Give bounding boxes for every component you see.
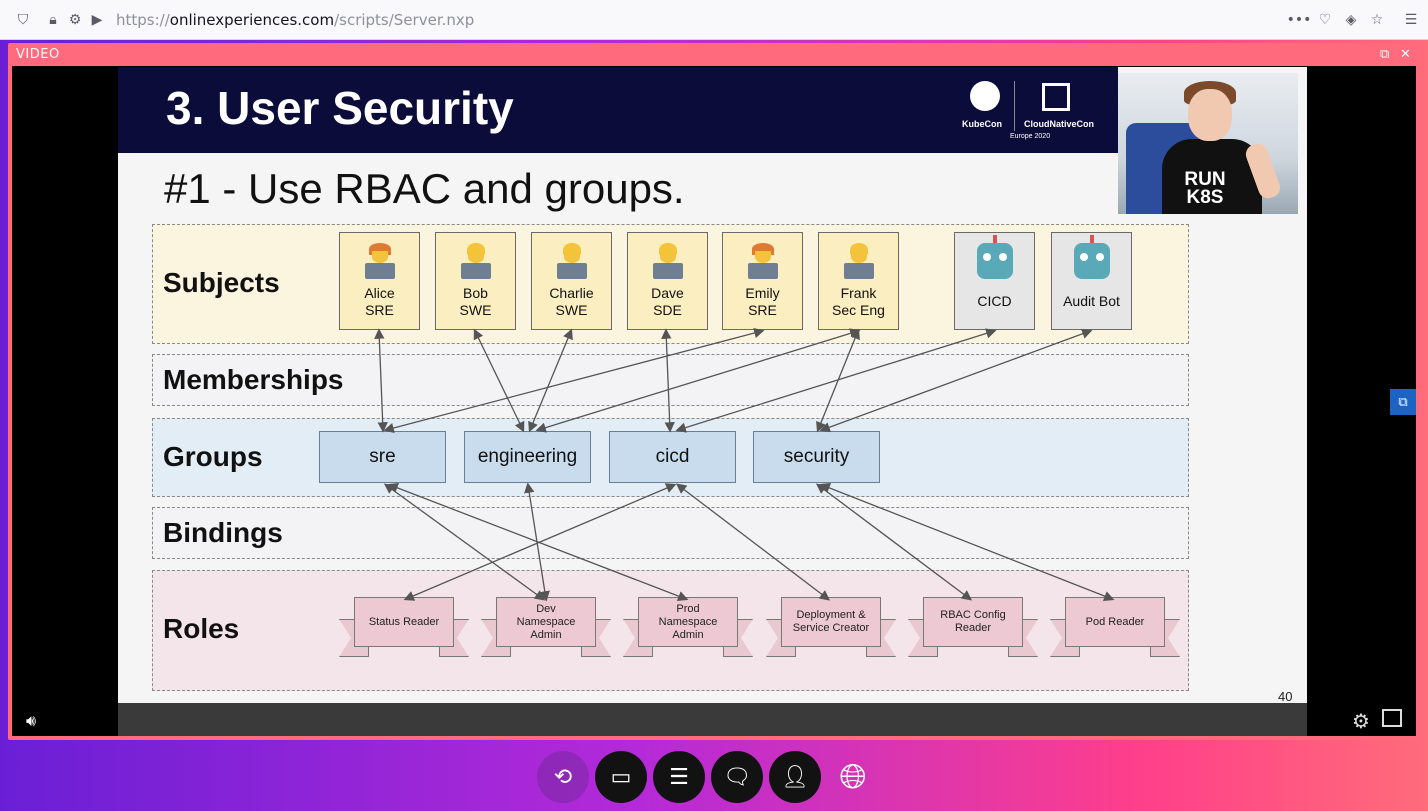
developer-icon	[363, 243, 397, 279]
role-ribbon: Pod Reader	[1050, 597, 1180, 663]
slide-page-number: 40	[1278, 689, 1293, 704]
screen-icon[interactable]: ▭	[595, 751, 647, 803]
gear-icon[interactable]: ⚙	[1352, 709, 1370, 733]
binding-arrow	[387, 482, 689, 602]
role-ribbon: Prod Namespace Admin	[623, 597, 753, 663]
popout-icon[interactable]: ⧉	[1380, 47, 1390, 62]
role-label: Pod Reader	[1065, 597, 1165, 647]
fullscreen-icon[interactable]	[1382, 709, 1402, 727]
band-label: Roles	[163, 613, 240, 644]
tag-icon[interactable]: ◈	[1345, 11, 1357, 28]
menu-icon[interactable]: ☰	[1404, 11, 1418, 28]
event-text: Europe 2020	[1010, 133, 1051, 140]
band-label: Bindings	[163, 517, 283, 548]
developer-icon	[651, 243, 685, 279]
developer-icon	[459, 243, 493, 279]
binding-arrow	[383, 483, 546, 601]
robot-icon	[976, 235, 1013, 279]
role-ribbon: RBAC Config Reader	[908, 597, 1038, 663]
agenda-icon[interactable]: ☰	[653, 751, 705, 803]
band-label: Groups	[163, 441, 263, 472]
shield-icon[interactable]: ⛉	[17, 11, 29, 28]
subject-card: CICD	[954, 232, 1035, 330]
developer-icon	[746, 243, 780, 279]
binding-arrow	[675, 483, 831, 601]
kubecon-icon	[970, 81, 1000, 111]
webcam-head	[1188, 89, 1232, 141]
autoplay-blocked-icon[interactable]: ▶︎	[91, 11, 103, 28]
cloudnativecon-text: CloudNativeCon	[1024, 119, 1095, 129]
lock-icon[interactable]: 🔒︎	[49, 11, 57, 28]
membership-arrow	[528, 328, 573, 433]
language-icon[interactable]: 🌐︎	[839, 757, 867, 797]
band-label: Subjects	[163, 267, 280, 298]
role-label: Prod Namespace Admin	[638, 597, 738, 647]
player-control-strip	[118, 703, 1307, 736]
relationship-arrows	[374, 327, 1115, 602]
membership-arrow	[473, 328, 525, 433]
membership-arrow	[374, 328, 388, 433]
membership-arrow	[383, 327, 765, 434]
membership-arrow	[675, 328, 997, 433]
close-icon[interactable]: ✕	[1400, 47, 1411, 62]
role-label: Status Reader	[354, 597, 454, 647]
developer-icon	[555, 243, 589, 279]
permissions-icon[interactable]: ⚙︎	[68, 11, 82, 28]
membership-arrow	[661, 328, 675, 433]
binding-arrow	[524, 482, 550, 602]
role-ribbon: Status Reader	[339, 597, 469, 663]
profile-icon[interactable]: 👤︎	[769, 751, 821, 803]
bookmark-star-icon[interactable]: ☆	[1370, 11, 1384, 28]
replay-icon[interactable]: ⟲	[537, 751, 589, 803]
binding-arrow	[403, 483, 677, 601]
role-label: RBAC Config Reader	[923, 597, 1023, 647]
developer-icon	[842, 243, 876, 279]
slide-header: 3. User Security KubeCon CloudNativeCon …	[118, 67, 1118, 153]
membership-arrow	[819, 328, 1093, 433]
membership-arrow	[535, 328, 861, 433]
slide-subtitle: #1 - Use RBAC and groups.	[164, 165, 685, 212]
browser-url-bar: ⛉ 🔒︎ ⚙︎ ▶︎ https://onlinexperiences.com/…	[0, 0, 1428, 40]
video-panel-title: VIDEO	[16, 47, 60, 62]
pip-toggle-icon[interactable]: ⧉	[1390, 389, 1416, 415]
robot-icon	[1073, 235, 1110, 279]
volume-icon[interactable]: 🔊︎	[26, 711, 37, 730]
role-ribbon: Deployment & Service Creator	[766, 597, 896, 663]
binding-arrow	[819, 483, 1115, 601]
role-ribbon: Dev Namespace Admin	[481, 597, 611, 663]
address-field[interactable]: https://onlinexperiences.com/scripts/Ser…	[116, 10, 475, 29]
video-panel: VIDEO ⧉ ✕ 3. User Security KubeCon Cloud…	[8, 43, 1420, 740]
group-box: security	[753, 431, 880, 483]
role-label: Deployment & Service Creator	[781, 597, 881, 647]
kubecon-logo: KubeCon CloudNativeCon Europe 2020	[958, 77, 1118, 147]
chat-icon[interactable]: 🗨︎	[711, 751, 763, 803]
logo-divider	[1014, 81, 1015, 131]
kubecon-text: KubeCon	[962, 119, 1002, 129]
event-toolbar: ⟲ ▭ ☰ 🗨︎ 👤︎ 🌐︎	[537, 751, 879, 803]
cloudnativecon-icon	[1042, 83, 1070, 111]
video-player[interactable]: 3. User Security KubeCon CloudNativeCon …	[12, 66, 1416, 736]
binding-arrow	[815, 483, 973, 601]
page-actions-icon[interactable]: •••	[1286, 11, 1312, 28]
band-label: Memberships	[163, 364, 344, 395]
subject-card: Audit Bot	[1051, 232, 1132, 330]
pocket-icon[interactable]: ♡	[1318, 11, 1332, 28]
slide-title: 3. User Security	[166, 82, 514, 134]
presentation-slide: 3. User Security KubeCon CloudNativeCon …	[118, 67, 1307, 704]
